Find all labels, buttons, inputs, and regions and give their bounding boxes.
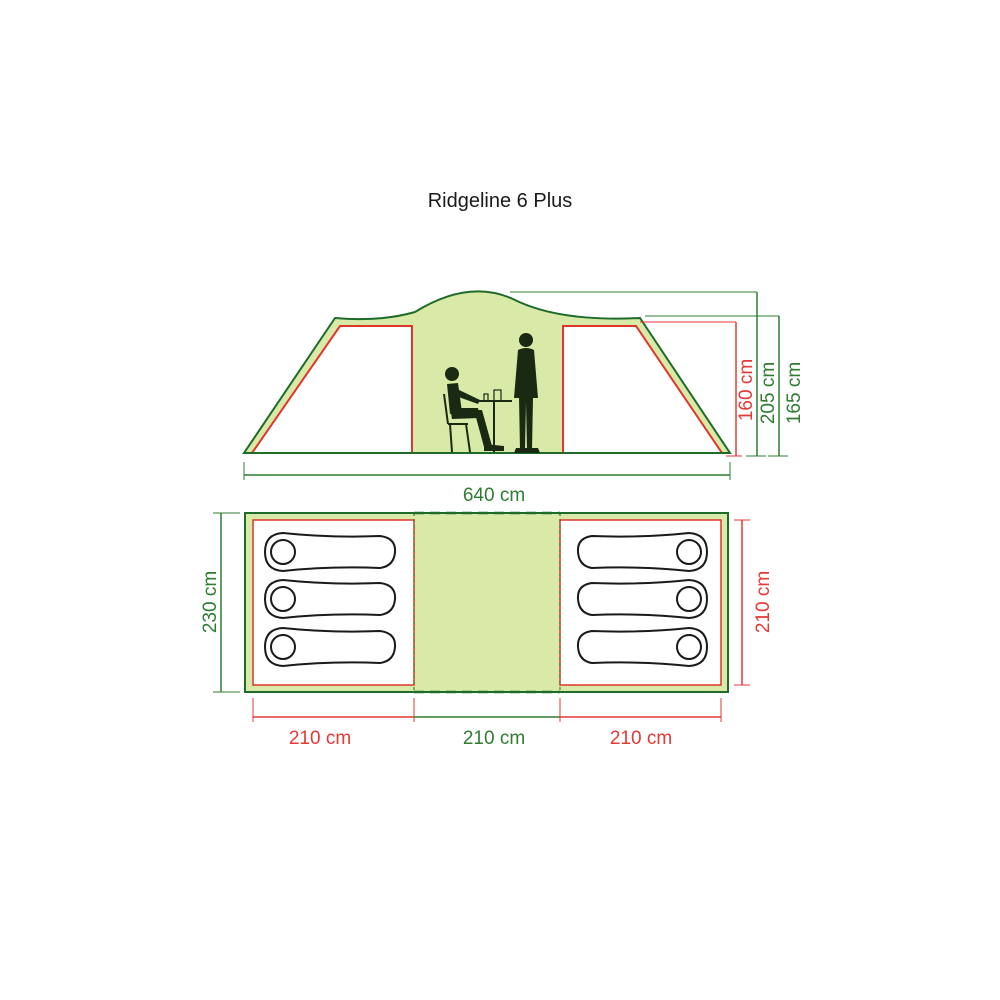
sleeping-bag-icon	[263, 531, 397, 573]
diagram-title: Ridgeline 6 Plus	[427, 190, 573, 212]
left-room-label: 210 cm	[289, 728, 351, 749]
living-area-label: 210 cm	[463, 728, 525, 749]
standing-person-icon	[514, 333, 540, 453]
floor-width-label: 230 cm	[200, 571, 221, 633]
right-room-label: 210 cm	[610, 728, 672, 749]
sleeping-bag-icon	[576, 578, 709, 620]
left-bedroom-side	[250, 325, 413, 454]
length-label: 640 cm	[463, 485, 525, 506]
sleeping-bag-icon	[576, 531, 709, 573]
sleeping-bag-icon	[263, 626, 397, 668]
sleeping-bag-icon	[263, 578, 397, 620]
sleeping-bag-icon	[576, 626, 709, 668]
height-eave-label: 165 cm	[784, 362, 805, 424]
side-height-dimensions	[243, 291, 788, 480]
tent-side-view	[242, 290, 732, 454]
bedroom-depth-label: 210 cm	[753, 571, 774, 633]
height-total-label: 205 cm	[758, 362, 779, 424]
floor-dimensions	[213, 512, 750, 722]
height-inner-label: 160 cm	[736, 359, 757, 421]
seated-person-icon	[443, 367, 512, 453]
right-bedroom-side	[562, 325, 724, 454]
tent-floor-plan	[244, 511, 729, 694]
